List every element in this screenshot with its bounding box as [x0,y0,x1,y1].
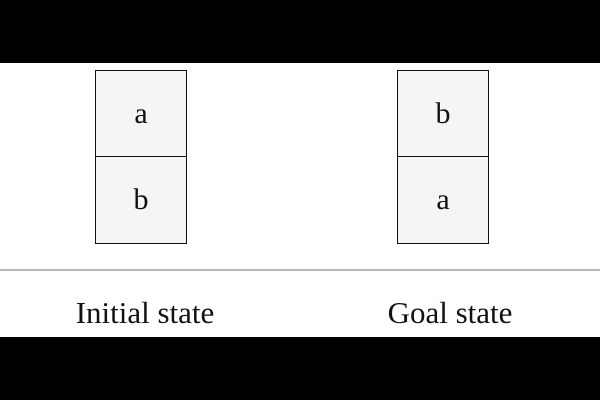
goal-state-caption: Goal state [387,295,513,330]
letterbox-top [0,0,600,63]
initial-state-stack: a b [95,70,187,244]
block-goal-top: b [397,70,489,157]
block-initial-top: a [95,70,187,157]
divider-line [0,269,600,271]
diagram-canvas: a b b a Initial state Goal state [0,63,600,337]
block-initial-bottom: b [95,155,187,244]
letterbox-bottom [0,337,600,400]
initial-state-caption: Initial state [75,295,215,330]
block-goal-bottom: a [397,155,489,244]
goal-state-stack: b a [397,70,489,244]
